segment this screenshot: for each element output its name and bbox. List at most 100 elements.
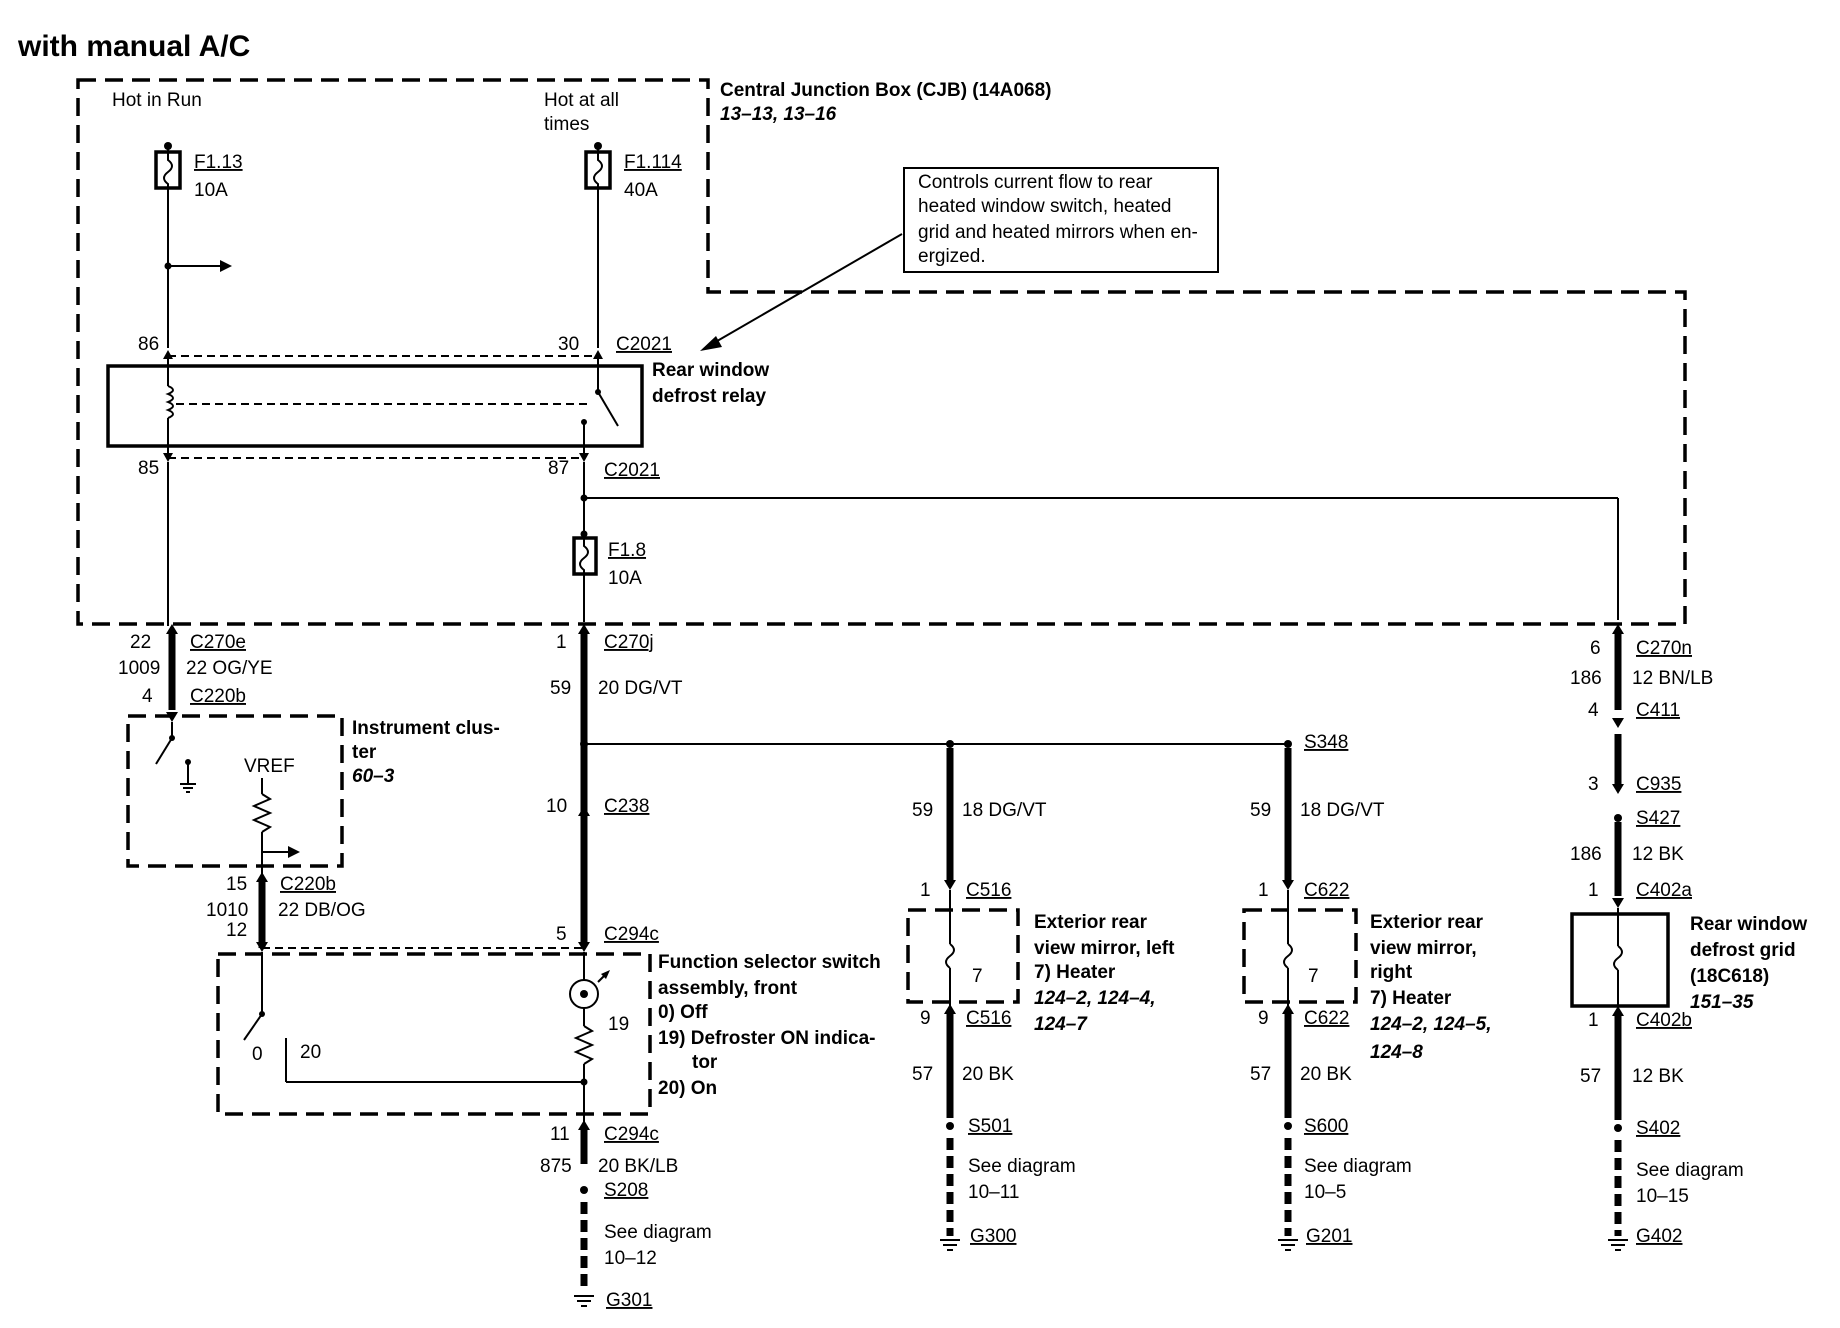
splice-s402: S402 — [1636, 1118, 1680, 1139]
grid-ground-wire: 12 BK — [1632, 1066, 1684, 1087]
grid-pin-3: 3 — [1588, 774, 1599, 795]
ground-g201: G201 — [1306, 1226, 1352, 1247]
splice-s427: S427 — [1636, 808, 1680, 829]
right-mirror-ref-1: 124–2, 124–5, — [1370, 1014, 1492, 1035]
relay-name-1: Rear window — [652, 360, 769, 381]
left-mirror-name-1: Exterior rear — [1034, 912, 1148, 933]
relay-name-2: defrost relay — [652, 386, 766, 407]
note-pointer-arrow-icon — [700, 233, 903, 351]
fuse-f1-8-rating: 10A — [608, 568, 642, 589]
relay-pin-85: 85 — [138, 458, 159, 479]
fuse-f1-8-name: F1.8 — [608, 540, 646, 561]
splice-s600: S600 — [1304, 1116, 1348, 1137]
right-mirror-ref-2: 124–8 — [1370, 1042, 1423, 1063]
connector-c294c-top: C294c — [604, 924, 659, 945]
connector-c411: C411 — [1636, 700, 1680, 721]
right-mirror-wire: 18 DG/VT — [1300, 800, 1385, 821]
grid-ground-circuit: 57 — [1580, 1066, 1601, 1087]
fuse-f1-13-name: F1.13 — [194, 152, 243, 173]
cjb-name: Central Junction Box (CJB) (14A068) — [720, 80, 1052, 101]
hot-at-all-times-label-2: times — [544, 114, 589, 135]
grid-name-3: (18C618) — [1690, 966, 1769, 987]
cluster-switch — [155, 722, 175, 765]
instrument-cluster-ref: 60–3 — [352, 766, 395, 787]
note-line-3: grid and heated mirrors when en- — [918, 222, 1198, 243]
left-mirror-heater: 7) Heater — [1034, 962, 1116, 983]
ground-g301-icon — [574, 1295, 594, 1307]
ground-g301: G301 — [606, 1290, 652, 1311]
left-pin-12: 12 — [226, 920, 247, 941]
relay-pin-86: 86 — [138, 334, 159, 355]
s501-see-diagram: See diagram — [968, 1156, 1076, 1177]
fuse-f1-114-name: F1.114 — [624, 152, 682, 173]
switch-pos-0: 0) Off — [658, 1002, 708, 1023]
left-mirror-box — [906, 908, 1020, 1004]
center-pin-10: 10 — [546, 796, 567, 817]
defrost-grid-heater-icon — [1613, 908, 1623, 1012]
relay-switch-contact — [581, 356, 619, 456]
relay-pin-30: 30 — [558, 334, 579, 355]
center-pin-5: 5 — [556, 924, 567, 945]
ground-g402-icon — [1608, 1239, 1628, 1251]
note-line-1: Controls current flow to rear — [918, 172, 1153, 193]
switch-position-20: 20 — [300, 1042, 321, 1063]
ground-g300: G300 — [970, 1226, 1016, 1247]
grid-wire-186b: 12 BK — [1632, 844, 1684, 865]
circuit-1010: 1010 — [206, 900, 248, 921]
s501-diagram-ref: 10–11 — [968, 1182, 1019, 1203]
right-mirror-box — [1242, 908, 1358, 1004]
grid-pin-4: 4 — [1588, 700, 1599, 721]
circuit-59: 59 — [550, 678, 571, 699]
connector-c516-bottom: C516 — [966, 1008, 1011, 1029]
switch-pos-19a: 19) Defroster ON indica- — [658, 1028, 876, 1049]
left-mirror-ref-1: 124–2, 124–4, — [1034, 988, 1156, 1009]
connector-c270j: C270j — [604, 632, 654, 653]
left-pin-15: 15 — [226, 874, 247, 895]
cjb-ref: 13–13, 13–16 — [720, 104, 837, 125]
grid-ref: 151–35 — [1690, 992, 1754, 1013]
grid-circuit-186a: 186 — [1570, 668, 1602, 689]
left-mirror-heater-icon — [945, 890, 955, 1010]
switch-pos-19b: tor — [692, 1052, 718, 1073]
connector-c935: C935 — [1636, 774, 1681, 795]
switch-position-0: 0 — [252, 1044, 263, 1065]
defroster-indicator-lamp-icon — [569, 952, 610, 1124]
left-mirror-wire: 18 DG/VT — [962, 800, 1047, 821]
selector-switch — [243, 952, 588, 1086]
right-mirror-heater-icon — [1283, 890, 1293, 1010]
connector-c270n: C270n — [1636, 638, 1692, 659]
fuse-f1-114-rating: 40A — [624, 180, 658, 201]
grid-circuit-186b: 186 — [1570, 844, 1602, 865]
left-pin-4: 4 — [142, 686, 153, 707]
right-mirror-ground-circuit: 57 — [1250, 1064, 1271, 1085]
ground-icon — [180, 759, 196, 793]
connector-c270e: C270e — [190, 632, 246, 653]
indicator-pin-19: 19 — [608, 1014, 629, 1035]
right-mirror-name-3: right — [1370, 962, 1413, 983]
left-mirror-name-2: view mirror, left — [1034, 938, 1175, 959]
wire-1010-label: 22 DB/OG — [278, 900, 366, 921]
rear-window-defrost-grid-box — [1570, 912, 1670, 1008]
vref-label: VREF — [244, 756, 295, 777]
hot-in-run-label: Hot in Run — [112, 90, 202, 111]
grid-name-2: defrost grid — [1690, 940, 1796, 961]
rear-window-defrost-relay — [106, 364, 644, 448]
grid-wire-186a: 12 BN/LB — [1632, 668, 1713, 689]
s600-see-diagram: See diagram — [1304, 1156, 1412, 1177]
ground-g201-icon — [1278, 1239, 1298, 1251]
instrument-cluster-box — [126, 714, 344, 868]
s208-diagram-ref: 10–12 — [604, 1248, 657, 1269]
connector-c220b-top: C220b — [190, 686, 246, 707]
s402-diagram-ref: 10–15 — [1636, 1186, 1689, 1207]
left-mirror-pin-1: 1 — [920, 880, 931, 901]
grid-name-1: Rear window — [1690, 914, 1807, 935]
fuse-f1-13-rating: 10A — [194, 180, 228, 201]
right-mirror-pin-9: 9 — [1258, 1008, 1269, 1029]
connector-c402b: C402b — [1636, 1010, 1692, 1031]
note-line-2: heated window switch, heated — [918, 196, 1172, 217]
right-mirror-name-1: Exterior rear — [1370, 912, 1484, 933]
connector-c622-bottom: C622 — [1304, 1008, 1349, 1029]
right-mirror-inner-pin: 7 — [1308, 966, 1319, 987]
s600-diagram-ref: 10–5 — [1304, 1182, 1346, 1203]
